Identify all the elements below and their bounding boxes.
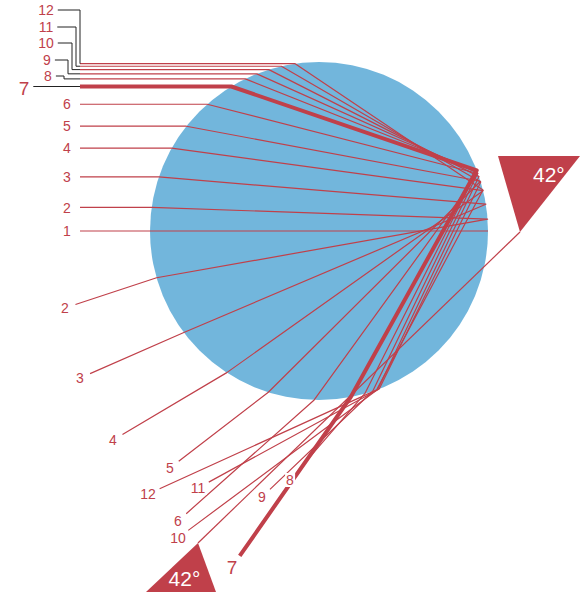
callout-number: 9 (42, 53, 52, 67)
light-rays (75, 64, 488, 556)
callout-number: 12 (139, 487, 157, 501)
callout-number: 11 (190, 481, 207, 495)
callout-number: 5 (62, 119, 72, 133)
angle-label: 42° (169, 568, 201, 589)
callout-number: 6 (62, 97, 72, 111)
callout-number: 11 (38, 20, 55, 34)
callout-number: 6 (173, 514, 183, 528)
callout-number: 3 (75, 371, 85, 385)
callout-number: 8 (285, 473, 295, 487)
bracket-line (56, 76, 80, 79)
callout-number: 10 (169, 531, 187, 545)
angle-marker: 42° (498, 156, 580, 232)
bracket-line (58, 43, 80, 70)
leader-line (33, 86, 80, 87)
callout-number: 4 (62, 141, 72, 155)
callout-number: 7 (226, 558, 239, 577)
light-ray (80, 70, 479, 531)
bracket-line (58, 10, 80, 64)
callout-number: 2 (62, 201, 72, 215)
light-ray (80, 64, 483, 489)
callout-number: 5 (165, 461, 175, 475)
light-ray (80, 177, 486, 374)
light-ray (80, 87, 477, 556)
triangle-fill (146, 543, 216, 592)
angle-label: 42° (533, 164, 565, 185)
callout-number: 3 (62, 170, 72, 184)
callout-number: 8 (43, 69, 53, 83)
triangle-fill (498, 156, 580, 232)
callout-number: 4 (108, 433, 118, 447)
callout-number: 7 (18, 79, 31, 98)
callout-number: 1 (62, 224, 72, 238)
callout-number: 12 (37, 3, 55, 17)
light-ray (80, 104, 478, 513)
angle-marker: 42° (146, 543, 216, 592)
angle-line (198, 232, 520, 543)
light-ray (80, 74, 478, 490)
callout-number: 10 (37, 36, 55, 50)
bracket-line (55, 60, 80, 74)
light-ray (75, 207, 487, 304)
callout-number: 2 (60, 301, 70, 315)
light-ray (80, 230, 488, 231)
callout-number: 9 (257, 490, 267, 504)
